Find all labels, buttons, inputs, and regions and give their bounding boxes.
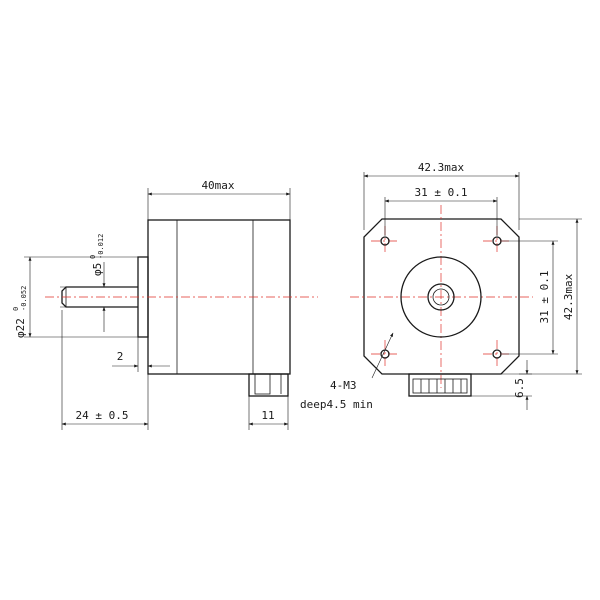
hole-spacing-h-label: 31 ± 0.1 [415, 186, 468, 199]
thread-leader-line [371, 332, 394, 379]
mounting-hole [492, 349, 502, 359]
connector-body [408, 373, 472, 397]
boss-dia-tol-upper: 0 [12, 307, 20, 311]
front-view: 42.3max 31 ± 0.1 31 ± 0.1 42.3max 6.5 4-… [300, 161, 582, 411]
thread-label: 4-M3 [330, 379, 357, 392]
side-view: 40max φ5 0 -0.012 φ22 0 -0.052 2 24 ± 0.… [12, 179, 318, 430]
height-label: 42.3max [562, 273, 575, 320]
boss-dia-label: φ22 [14, 318, 27, 338]
shaft-inner-circle [432, 288, 450, 306]
mounting-hole [492, 236, 502, 246]
hole-spacing-v-label: 31 ± 0.1 [538, 271, 551, 324]
thread-depth-label: deep4.5 min [300, 398, 373, 411]
connector-label: 11 [261, 409, 274, 422]
boss-depth-label: 2 [117, 350, 124, 363]
width-label: 42.3max [418, 161, 465, 174]
shaft-dia-label: φ5 [91, 263, 104, 276]
mounting-hole [380, 236, 390, 246]
length-label: 40max [201, 179, 234, 192]
shaft-outer-circle [427, 283, 455, 311]
boss-dia-tol-lower: -0.052 [20, 286, 28, 311]
boss-circle [400, 256, 482, 338]
shaft-length-label: 24 ± 0.5 [76, 409, 129, 422]
connector-height-label: 6.5 [513, 378, 526, 398]
shaft-dia-tol-lower: -0.012 [97, 234, 105, 259]
